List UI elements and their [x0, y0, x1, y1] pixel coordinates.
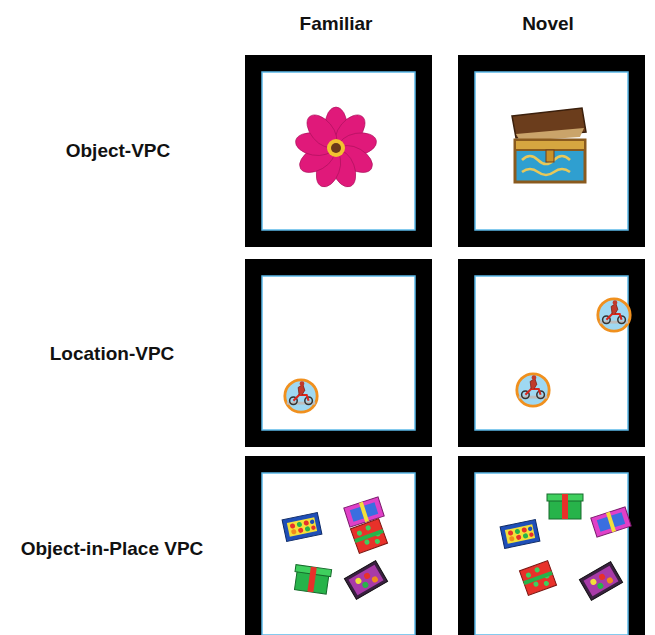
column-header: Familiar: [300, 13, 373, 35]
object-array-novel: [500, 494, 631, 600]
row-label: Location-VPC: [50, 343, 175, 365]
column-header: Novel: [522, 13, 574, 35]
flower: [294, 107, 379, 190]
panel-frames: [245, 55, 645, 635]
row-label: Object-in-Place VPC: [21, 538, 204, 560]
treasure-chest: [512, 108, 586, 182]
location-icons: [285, 299, 630, 412]
row-label: Object-VPC: [66, 140, 171, 162]
object-array-familiar: [282, 497, 387, 599]
